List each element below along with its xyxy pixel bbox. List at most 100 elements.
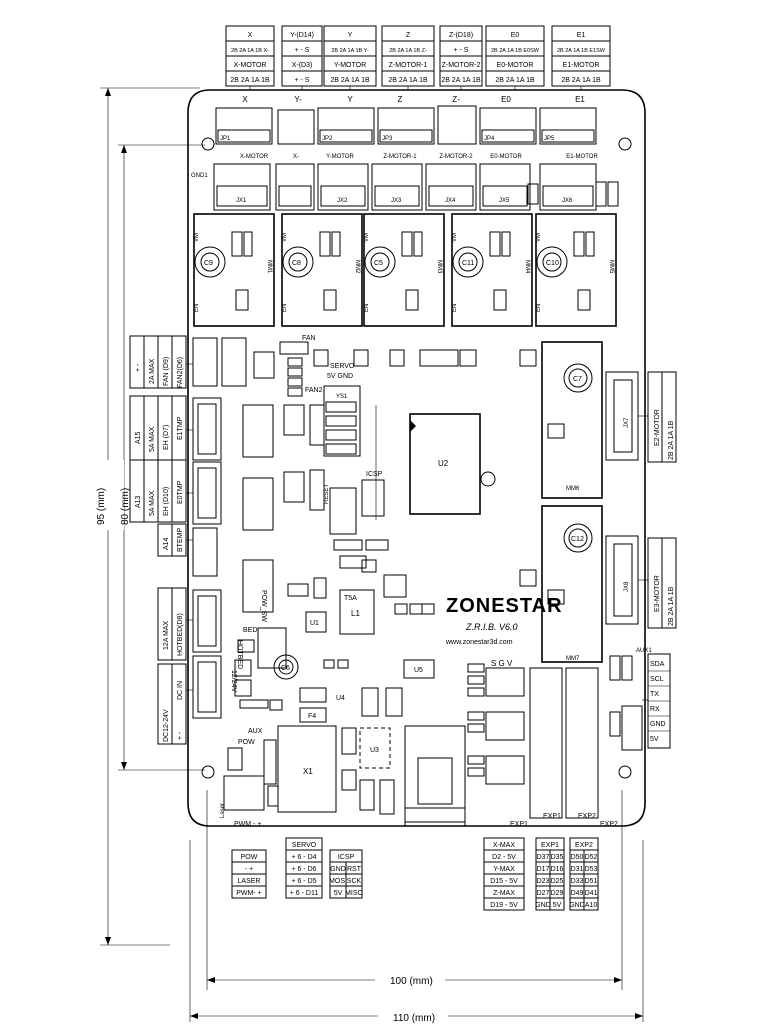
aux-pin-0: SDA (650, 661, 665, 668)
bottom-table-endstops-row-2: Y-MAX (493, 866, 515, 873)
icsp-label: ICSP (366, 471, 383, 478)
mm7-label: MM7 (566, 656, 580, 662)
top-table-3-row-0: Z (406, 32, 411, 39)
bottom-table-exp1-cell-4-1: D29 (551, 890, 564, 897)
bottom-table-servo-row-3: + 6 - D5 (291, 878, 316, 885)
reset-label: RESET (324, 484, 330, 504)
bottom-table-exp2-cell-2-1: D53 (585, 866, 598, 873)
bottom-table-exp1-cell-3-1: D25 (551, 878, 564, 885)
top-connector-label-6: E1 (575, 95, 585, 104)
top-table-6-row-3: 2B 2A 1A 1B (561, 77, 601, 84)
jx-connector-0 (213, 163, 271, 211)
bottom-table-icsp-cell-1-1: RST (347, 866, 362, 873)
motor-label-6: E1-MOTOR (566, 154, 598, 160)
jx-label-1: JX2 (337, 198, 348, 204)
icsp-area: ICSP RESET (324, 471, 385, 535)
top-table-2-row-3: 2B 2A 1A 1B (330, 77, 370, 84)
bottom-table-exp2-cell-2-0: D31 (571, 866, 584, 873)
svg-text:VM: VM (364, 233, 370, 242)
small-components: L1 T5A U1 U5 (287, 539, 537, 679)
t5a-label: T5A (344, 595, 357, 602)
svg-text:EN: EN (364, 304, 370, 312)
top-table-5-row-3: 2B 2A 1A 1B (495, 77, 535, 84)
bottom-table-icsp-cell-2-1: SCK (347, 878, 362, 885)
top-table-2-row-1: 2B 2A 1A 1B Y- (331, 48, 368, 54)
top-table-2-row-0: Y (348, 32, 353, 39)
mount-hole-br (618, 765, 632, 779)
ys1-block: YS1 (283, 385, 361, 511)
board-model: Z.R.I.B. V6.0 (465, 622, 518, 632)
top-table-3-row-2: Z-MOTOR-1 (389, 62, 428, 69)
y-min-connector (277, 109, 315, 145)
exp-connectors: EXP1 EXP2 EXP1 EXP2 (510, 667, 618, 828)
dim-width-inner: 100 (mm) (390, 976, 433, 987)
driver-label-0: MM1 (266, 260, 272, 274)
driver-cap-0: C9 (204, 260, 213, 267)
board-outline (187, 89, 646, 827)
top-table-4-row-0: Z-(D18) (449, 32, 473, 39)
svg-text:EN: EN (452, 304, 458, 312)
aux1-label: AUX1 (636, 648, 652, 654)
bottom-table-exp2-cell-1-0: D50 (571, 854, 584, 861)
fan-table-pm: + - (135, 363, 142, 372)
bottom-table-endstops-row-0: X-MAX (493, 842, 516, 849)
heat-sub2: E0TMP (177, 480, 184, 504)
motor-label-3: Z-MOTOR-1 (383, 154, 417, 160)
left-lower: F4 POW AUX X1 PWM - + Laser (220, 639, 337, 828)
driver-cap-3: C11 (462, 260, 474, 267)
cap-c7-label: C7 (573, 376, 582, 383)
e2-pins: 2B 2A 1A 1B (668, 420, 675, 460)
jp-label-2: JP3 (382, 136, 393, 142)
bottom-table-exp2-cell-1-1: D52 (585, 854, 598, 861)
top-table-0-row-3: 2B 2A 1A 1B (230, 77, 270, 84)
u4-label: U4 (336, 695, 345, 702)
mcu-u2: U2 (375, 405, 496, 520)
bottom-table-exp1-cell-1-0: D37 (537, 854, 550, 861)
x1-label: X1 (303, 767, 313, 776)
bottom-table-icsp-row-0: ICSP (338, 854, 355, 861)
pow-sw-label: POW_SW (260, 590, 267, 622)
exp1-label: EXP1 (543, 813, 561, 820)
jx-label-3: JX4 (445, 198, 456, 204)
top-table-4-row-1: + - S (454, 47, 469, 54)
top-table-2-row-2: Y-MOTOR (334, 62, 366, 69)
fan-label: FAN (302, 335, 316, 342)
top-connector-label-4: Z- (452, 95, 460, 104)
top-table-1-row-2: X-(D3) (292, 62, 313, 69)
ys1-label: YS1 (336, 394, 348, 400)
top-connector-label-1: Y- (294, 95, 302, 104)
top-table-2: Y 2B 2A 1A 1B Y- Y-MOTOR 2B 2A 1A 1B (323, 25, 377, 90)
top-connector-label-2: Y (347, 95, 353, 104)
jp-connector-1 (317, 107, 375, 145)
motor-label-2: Y-MOTOR (326, 154, 354, 160)
svg-text:VM: VM (536, 233, 542, 242)
e3-pins: 2B 2A 1A 1B (668, 586, 675, 626)
v12-24-label: 12/24V (230, 670, 237, 693)
bottom-table-exp1-cell-5-1: 5V (553, 902, 562, 909)
motor-label-5: E0-MOTOR (490, 154, 522, 160)
jp-label-0: JP1 (220, 136, 231, 142)
top-table-4-row-2: Z-MOTOR-2 (442, 62, 481, 69)
brand-name: ZONESTAR (446, 595, 563, 617)
top-table-1-row-0: Y-(D14) (290, 32, 314, 39)
top-table-3: Z2B 2A 1A 1B Z-Z-MOTOR-12B 2A 1A 1B (381, 25, 435, 90)
fan-area: FAN FAN2 SERVO 5V GND (253, 335, 537, 397)
servo-sub: 5V GND (327, 373, 353, 380)
top-table-1-row-1: + - S (295, 47, 310, 54)
jp-label-1: JP2 (322, 136, 333, 142)
endstop-connectors: S G V (467, 659, 525, 785)
jx-connector-4 (425, 163, 477, 211)
dc-col1: DC IN (177, 681, 184, 700)
u5-label: U5 (414, 667, 423, 674)
jp-label-4: JP5 (544, 136, 555, 142)
bottom-table-exp2-cell-4-1: D41 (585, 890, 598, 897)
svg-text:VM: VM (282, 233, 288, 242)
bottom-table-exp2-cell-5-0: GND (569, 902, 585, 909)
top-table-6-row-2: E1-MOTOR (563, 62, 600, 69)
